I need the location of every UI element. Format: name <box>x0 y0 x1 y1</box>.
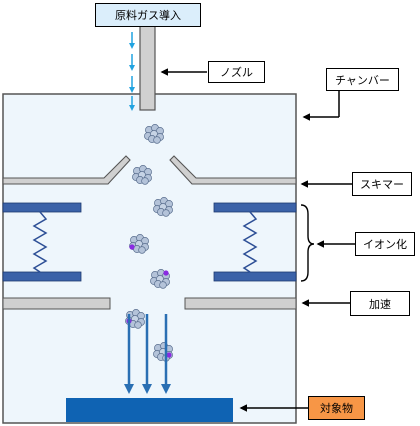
chamber-label: チャンバー <box>326 68 399 91</box>
beam-arrows <box>124 314 171 394</box>
skimmer <box>2 155 297 185</box>
nozzle <box>139 25 156 111</box>
target-label: 対象物 <box>308 396 365 420</box>
acceleration-label: 加速 <box>350 291 410 316</box>
right-filament <box>242 211 258 273</box>
label-pointer-arrows <box>160 68 355 412</box>
skimmer-label: スキマー <box>352 172 412 196</box>
ionization-brace <box>300 204 315 282</box>
target-substrate <box>66 398 233 422</box>
ionization-label: イオン化 <box>355 232 415 256</box>
gas-inlet-label: 原料ガス導入 <box>95 3 201 27</box>
ionization-electrodes <box>2 202 297 282</box>
acceleration-electrodes <box>2 297 297 310</box>
nozzle-label: ノズル <box>208 61 265 83</box>
left-filament <box>32 211 48 273</box>
chamber <box>2 93 297 424</box>
